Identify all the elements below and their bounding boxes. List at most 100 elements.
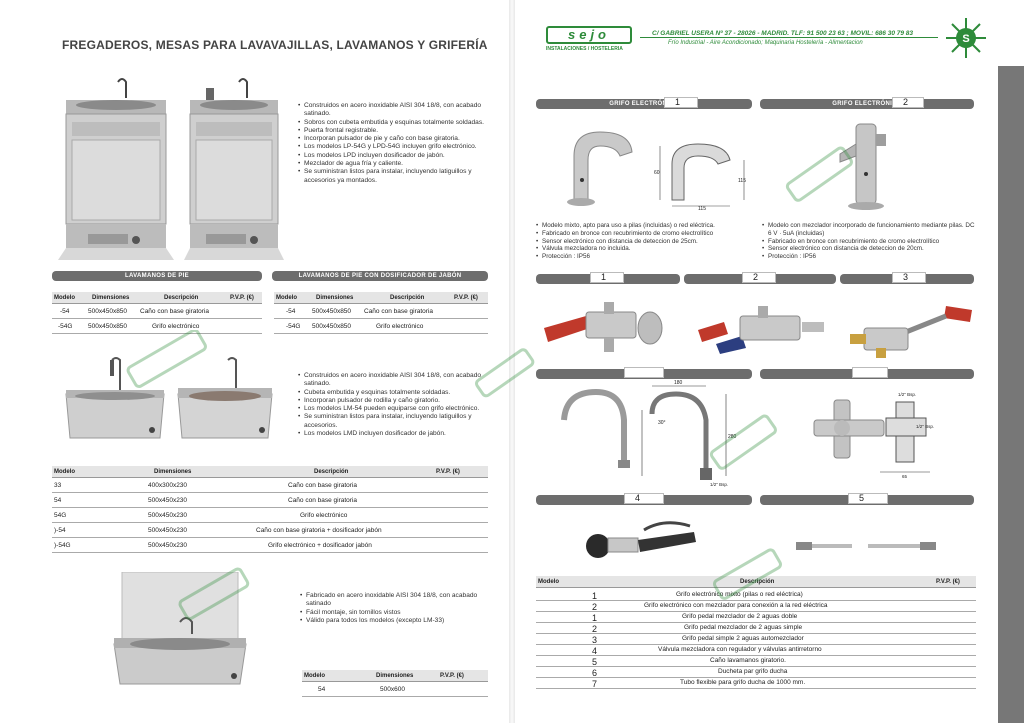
table-header: Modelo Dimensiones Descripción P.V.P. (€…	[274, 292, 488, 304]
item-number: 5	[848, 493, 888, 504]
standing-washbasin-photo-1	[58, 78, 174, 260]
feature-item: Los modelos LMD incluyen dosificador de …	[298, 430, 490, 439]
dim-label: 65	[902, 474, 908, 478]
dim-label: 180	[674, 380, 683, 386]
blank-label-box	[624, 367, 664, 378]
flexible-hose-photo	[796, 542, 936, 550]
table-row: 54 500x450x230 Caño con base giratoria	[52, 494, 488, 508]
feature-item: Los modelos LP-54G y LPD-54G incluyen gr…	[298, 143, 494, 152]
item-number: 2	[892, 97, 924, 108]
table-header: Modelo Dimensiones P.V.P. (€)	[302, 670, 488, 682]
feature-item: Cubeta embutida y esquinas totalmente so…	[298, 389, 490, 398]
brand-logo: sejo INSTALACIONES / HOSTELERIA	[546, 26, 632, 54]
side-tab	[998, 66, 1024, 723]
feature-item: Modelo con mezclador incorporado de func…	[762, 222, 976, 238]
feature-item: Válvula mezcladora no incluida.	[536, 245, 762, 253]
feature-item: Construidos en acero inoxidable AISI 304…	[298, 372, 490, 389]
faucet1-features: Modelo mixto, apto para uso a pilas (inc…	[536, 222, 762, 261]
wall-washbasin-photo-1	[65, 357, 165, 439]
item-number: 2	[742, 272, 776, 283]
standing-washbasin-photo-2	[184, 78, 284, 260]
header-rule	[640, 37, 938, 38]
dim-label: 1/2" Bsp.	[898, 392, 916, 397]
wall-washbasin-photo-2	[177, 357, 273, 439]
table-row: -54 500x450x850 Caño con base giratoria	[274, 305, 488, 319]
feature-item: Modelo mixto, apto para uso a pilas (inc…	[536, 222, 762, 230]
table-row: )-54G 500x450x230 Grifo electrónico + do…	[52, 539, 488, 553]
watermark-logo	[785, 146, 853, 202]
brand-logo-word: sejo	[546, 26, 632, 44]
table-row: -54 500x450x850 Caño con base giratoria	[52, 305, 262, 319]
table-row: 54G 500x450x230 Grifo electrónico	[52, 509, 488, 523]
electronic-faucet-1-diagram: 60 115 115	[654, 143, 746, 210]
section3-features: Fabricado en acero inoxidable AISI 304 1…	[300, 592, 490, 625]
faucet2-features: Modelo con mezclador incorporado de func…	[762, 222, 976, 261]
watermark-logo	[709, 414, 777, 470]
feature-item: Protección : IP56	[536, 253, 762, 261]
feature-item: Fabricado en acero inoxidable AISI 304 1…	[300, 592, 490, 609]
item-number: 1	[664, 97, 698, 108]
electronic-faucet-1-photo	[567, 131, 633, 206]
feature-item: Fabricado en bronce con recubrimiento de…	[536, 230, 762, 238]
mixing-valve-photo	[813, 399, 885, 459]
section-bar-lavamanos-pie: LAVAMANOS DE PIE	[52, 271, 262, 281]
watermark-logo	[178, 567, 250, 620]
section-bar-grifo-electronico-2: GRIFO ELECTRÓNICO	[760, 99, 974, 109]
section2-features: Construidos en acero inoxidable AISI 304…	[298, 372, 490, 439]
feature-item: Se suministran listos para instalar, inc…	[298, 168, 494, 185]
section-bar-grifo-electronico-1: GRIFO ELECTRÓNICO	[536, 99, 752, 109]
watermark-logo	[475, 348, 535, 398]
table-header: Modelo Descripción P.V.P. (€)	[536, 576, 976, 588]
electronic-faucet-2-photo	[839, 123, 886, 210]
swivel-spout-diagram: 180 30° 280 1/2" Bsp.	[641, 380, 737, 487]
feature-item: Sensor electrónico con distancia de dete…	[536, 238, 762, 246]
company-address: C/ GABRIEL USERA Nº 37 - 28026 - MADRID.…	[652, 30, 914, 37]
page-title: FREGADEROS, MESAS PARA LAVAVAJILLAS, LAV…	[62, 38, 488, 52]
svg-text:S: S	[962, 33, 969, 45]
foot-pedal-valve-2-photo	[698, 306, 824, 354]
watermark-logo	[713, 548, 782, 600]
dim-label: 115	[698, 206, 706, 210]
section-bar-lavamanos-dosificador: LAVAMANOS DE PIE CON DOSIFICADOR DE JABÓ…	[272, 271, 488, 281]
dim-label: 1/2" Bsp.	[710, 482, 728, 487]
item-number: 3	[892, 272, 926, 283]
shower-spray-head-photo	[586, 521, 696, 558]
feature-item: Construidos en acero inoxidable AISI 304…	[298, 102, 494, 119]
table-header: Modelo Dimensiones Descripción P.V.P. (€…	[52, 292, 262, 304]
dim-label: 1/2" Bsp.	[916, 424, 934, 429]
feature-item: Los modelos LPD incluyen dosificador de …	[298, 152, 494, 161]
splashback-photo	[113, 572, 247, 685]
feature-item: Los modelos LM-54 pueden equiparse con g…	[298, 405, 490, 414]
table-row: 33 400x300x230 Caño con base giratoria	[52, 479, 488, 493]
feature-item: Fácil montaje, sin tornillos vistos	[300, 609, 490, 618]
section1-features: Construidos en acero inoxidable AISI 304…	[298, 102, 494, 185]
foot-pedal-valve-3-photo	[850, 306, 972, 358]
page-spine	[509, 0, 515, 723]
right-page	[512, 0, 1024, 723]
brand-logo-subtitle: INSTALACIONES / HOSTELERIA	[546, 46, 623, 52]
snowflake-badge-icon: S	[946, 18, 986, 58]
blank-label-box	[852, 367, 888, 378]
feature-item: Sobros con cubeta embutida y esquinas to…	[298, 119, 494, 128]
feature-item: Válido para todos los modelos (excepto L…	[300, 617, 490, 626]
feature-item: Incorporan pulsador de pie y caño con ba…	[298, 135, 494, 144]
swivel-spout-photo	[561, 388, 630, 468]
feature-item: Protección : IP56	[762, 253, 976, 261]
feature-item: Sensor electrónico con distancia de dete…	[762, 245, 976, 253]
dim-label: 60	[654, 170, 660, 176]
item-number: 1	[590, 272, 624, 283]
feature-item: Fabricado en bronce con recubrimiento de…	[762, 238, 976, 246]
feature-item: Incorporan pulsador de rodilla y caño gi…	[298, 397, 490, 406]
table-row: -54G 500x450x850 Grifo electrónico	[274, 320, 488, 334]
watermark-logo	[126, 330, 207, 388]
dim-label: 280	[728, 434, 737, 440]
